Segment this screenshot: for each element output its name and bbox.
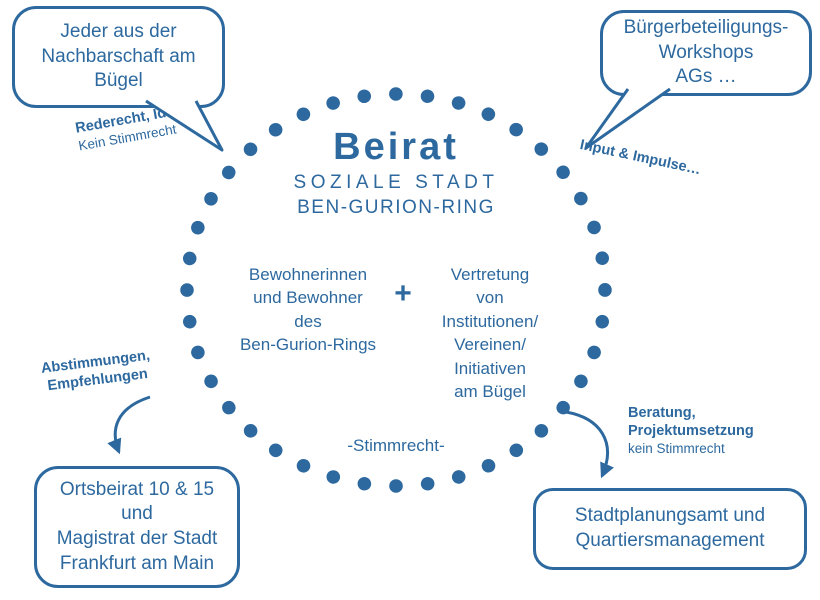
arrow-to-ortsbeirat bbox=[107, 395, 151, 455]
label-beratung-normal: kein Stimmrecht bbox=[628, 441, 725, 457]
label-input-impulse-text: Input & Impulse… bbox=[578, 136, 703, 179]
bubble-workshops: Bürgerbeteiligungs- Workshops AGs … bbox=[600, 10, 812, 96]
box-ortsbeirat-text: Ortsbeirat 10 & 15 und Magistrat der Sta… bbox=[56, 478, 218, 574]
label-beratung-bold: Beratung, Projektumsetzung bbox=[628, 405, 754, 440]
label-rederecht-ideen: Rederecht, Ideen Kein Stimmrecht bbox=[74, 100, 195, 155]
bubble-nachbarschaft: Jeder aus der Nachbarschaft am Bügel bbox=[12, 6, 225, 108]
bubble-workshops-text: Bürgerbeteiligungs- Workshops AGs … bbox=[623, 16, 789, 88]
label-abstimmungen-empfehlungen: Abstimmungen, Empfehlungen bbox=[40, 347, 153, 396]
diagram-subtitle-soziale-stadt: SOZIALE STADT bbox=[293, 172, 499, 193]
bubble-nachbarschaft-text: Jeder aus der Nachbarschaft am Bügel bbox=[41, 20, 196, 92]
diagram-title: Beirat bbox=[333, 126, 459, 168]
box-stadtplanungsamt: Stadtplanungsamt und Quartiersmanagement bbox=[533, 488, 807, 570]
label-beratung-projektumsetzung: Beratung, Projektumsetzung kein Stimmrec… bbox=[628, 404, 754, 458]
member-group-bewohner: Bewohnerinnen und Bewohner des Ben-Gurio… bbox=[239, 265, 377, 355]
box-stadtplanungsamt-text: Stadtplanungsamt und Quartiersmanagement bbox=[574, 505, 766, 551]
label-input-impulse: Input & Impulse… bbox=[578, 136, 702, 179]
label-abstimmungen-text: Abstimmungen, Empfehlungen bbox=[40, 347, 151, 395]
box-ortsbeirat-magistrat: Ortsbeirat 10 & 15 und Magistrat der Sta… bbox=[34, 466, 240, 588]
arrow-to-stadtplanungsamt bbox=[565, 410, 614, 479]
diagram-subtitle-ben-gurion-ring: BEN-GURION-RING bbox=[297, 197, 495, 218]
stimmrecht-note: -Stimmrecht- bbox=[347, 436, 445, 455]
member-group-institutionen: Vertretung von Institutionen/ Vereinen/ … bbox=[441, 265, 539, 402]
